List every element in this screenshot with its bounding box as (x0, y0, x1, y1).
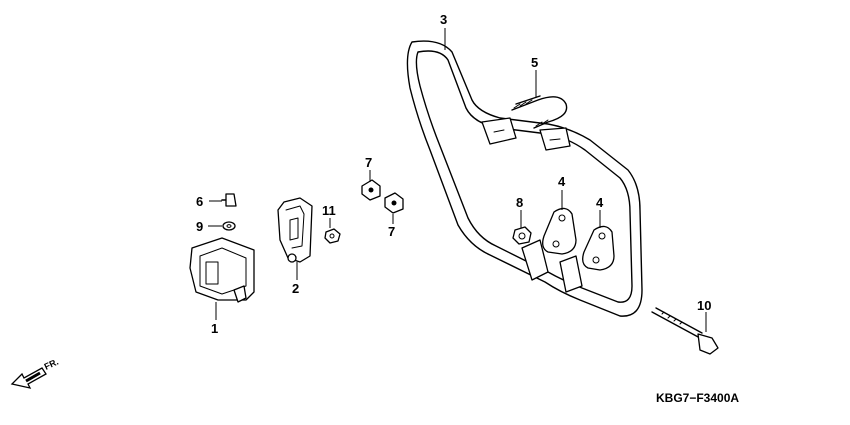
long-bolt-10[interactable] (651, 307, 719, 355)
nut-8[interactable] (512, 226, 532, 245)
callout-8: 8 (516, 195, 523, 210)
callouts: 3 5 4 4 8 7 7 11 2 1 6 9 10 (196, 12, 711, 336)
front-direction-arrow: FR. (10, 357, 60, 389)
drawing-code: KBG7−F3400A (656, 391, 739, 405)
direction-label: FR. (43, 357, 60, 372)
callout-2: 2 (292, 281, 299, 296)
callout-9: 9 (196, 219, 203, 234)
bracket-2[interactable] (277, 197, 313, 263)
callout-1: 1 (211, 321, 218, 336)
screw-6[interactable] (221, 193, 237, 207)
callout-4-right: 4 (596, 195, 604, 210)
callout-3: 3 (440, 12, 447, 27)
u-bolt[interactable] (511, 95, 568, 129)
cover-box[interactable] (189, 237, 255, 303)
callout-4-left: 4 (558, 174, 566, 189)
grommet-11[interactable] (324, 228, 341, 244)
washer-9[interactable] (222, 221, 236, 231)
engine-guard-frame[interactable] (406, 40, 643, 317)
callout-6: 6 (196, 194, 203, 209)
mounting-plate-left[interactable] (542, 207, 577, 255)
flange-nut-lower[interactable] (384, 192, 404, 214)
flange-nut-upper[interactable] (361, 179, 381, 201)
leader-lines (208, 28, 707, 332)
mounting-plate-right[interactable] (582, 225, 615, 271)
callout-5: 5 (531, 55, 538, 70)
callout-10: 10 (697, 298, 711, 313)
callout-11: 11 (322, 203, 336, 218)
callout-7-lower: 7 (388, 224, 395, 239)
callout-7-upper: 7 (365, 155, 372, 170)
